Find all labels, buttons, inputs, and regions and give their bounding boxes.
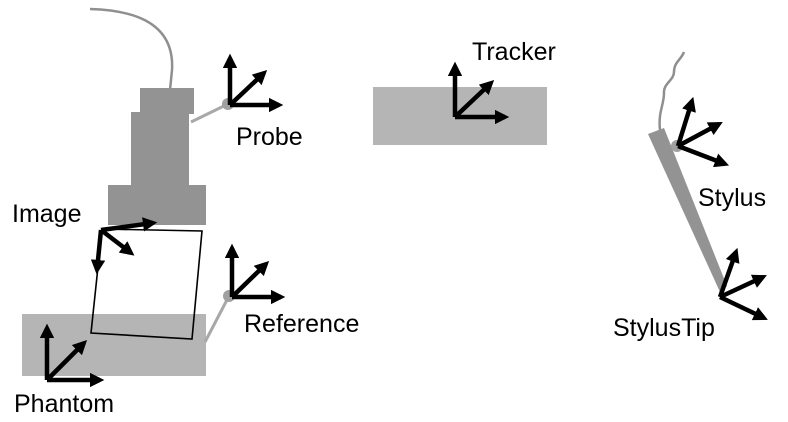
reference-marker-line	[203, 295, 231, 343]
tracker-frame-axes	[447, 61, 510, 125]
probe-marker-line	[190, 102, 229, 124]
image-frame-axes	[90, 217, 158, 275]
probe-head	[140, 88, 194, 114]
phantom-frame-axes	[39, 323, 105, 388]
stylus-label: Stylus	[698, 184, 766, 212]
probe-handle	[131, 112, 189, 186]
image-label: Image	[12, 200, 81, 228]
reference-frame-axes	[224, 243, 286, 305]
stylus	[648, 51, 727, 292]
probe-frame-axes	[222, 53, 284, 113]
phantom-body	[22, 314, 206, 376]
stylus-body	[648, 128, 727, 292]
stylus-tip-label: StylusTip	[613, 314, 715, 342]
probe-label: Probe	[236, 123, 303, 151]
probe-base	[108, 185, 206, 225]
stylus-tip-frame-axes	[717, 247, 768, 321]
phantom-label: Phantom	[14, 390, 114, 418]
stylus-frame-axes	[675, 96, 730, 168]
image-plane	[90, 228, 203, 340]
probe-cable	[89, 7, 174, 91]
reference-label: Reference	[244, 310, 359, 338]
stylus-cable	[658, 51, 686, 131]
ultrasound-probe	[89, 7, 206, 225]
tracker-label: Tracker	[472, 38, 556, 66]
